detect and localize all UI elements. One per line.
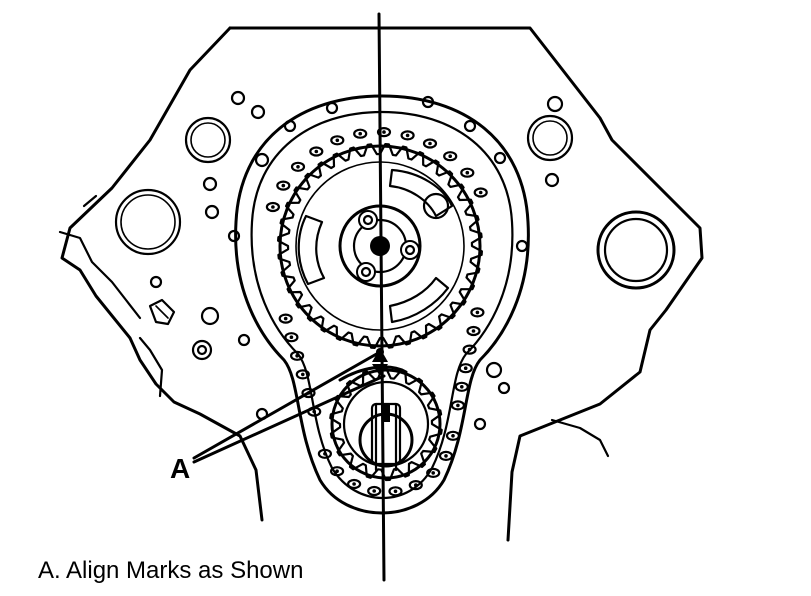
chain-link [462, 344, 477, 355]
chain-pin [463, 366, 468, 371]
block-bolt-holes [149, 90, 564, 431]
chain-pin [478, 190, 483, 195]
chain-link [443, 151, 458, 162]
chain-link [290, 350, 305, 361]
chain-pin [431, 471, 436, 475]
engine-block-outline [58, 26, 704, 542]
chain-pin [312, 409, 317, 414]
chain-link [408, 480, 423, 491]
chain-link [276, 180, 291, 191]
chain-pin [393, 489, 398, 494]
right-bore-hole [596, 210, 676, 290]
chain-pin [335, 138, 340, 143]
chain-link [353, 128, 368, 139]
chain-link [445, 430, 461, 441]
chain-link [376, 127, 392, 138]
chain-pin [475, 310, 480, 315]
chain-link [367, 485, 382, 497]
chain-pin [465, 170, 470, 175]
crankshaft-sprocket [329, 366, 443, 482]
chain-link [473, 187, 488, 198]
chain-link [450, 400, 465, 411]
chain-link [388, 486, 403, 497]
chain-link [458, 363, 473, 374]
chain-link [422, 138, 438, 149]
chain-link [301, 387, 316, 399]
chain-pin [283, 316, 288, 321]
chain-link [278, 313, 293, 324]
chain-pin [456, 403, 460, 408]
left-bore-hole [114, 188, 182, 256]
upper-right-port [526, 114, 574, 162]
callout-leader-lines [192, 350, 386, 464]
chain-pin [451, 434, 455, 438]
chain-pin [460, 385, 464, 389]
chain-link [347, 478, 362, 490]
chain-pin [372, 489, 377, 493]
chain-pin [382, 130, 386, 134]
chain-link [317, 448, 332, 459]
chain-pin [428, 141, 432, 146]
chain-pin [405, 133, 410, 138]
chain-pin [444, 454, 448, 458]
chain-link [460, 167, 475, 178]
chain-link [426, 467, 441, 478]
chain-link [466, 325, 481, 337]
chain-link [284, 332, 299, 343]
chain-link [470, 307, 485, 318]
figure-caption: A. Align Marks as Shown [38, 557, 303, 584]
chain-pin [271, 205, 275, 209]
chain-link [309, 146, 324, 157]
chain-pin [289, 335, 294, 340]
chain-pin [281, 183, 286, 188]
timing-mark-arrows [338, 348, 408, 382]
chain-link [330, 466, 345, 477]
chain-pin [314, 149, 319, 154]
chain-link [290, 161, 306, 172]
chain-link [438, 450, 454, 461]
left-bracket-detail [148, 298, 176, 326]
chain-pin [295, 354, 299, 358]
chain-pin [352, 482, 356, 486]
chain-link [265, 201, 280, 213]
chain-link [400, 130, 415, 141]
chain-link [330, 135, 345, 146]
chain-link [454, 381, 469, 392]
alignment-line [377, 12, 386, 582]
chain-pin [323, 452, 327, 456]
chain-link [295, 369, 310, 380]
chain-pin [414, 483, 418, 487]
chain-pin [296, 165, 300, 169]
chain-pin [471, 329, 476, 333]
upper-left-port [184, 116, 232, 164]
chain-pin [358, 131, 363, 136]
timing-chain [265, 127, 488, 497]
chain-pin [335, 469, 339, 474]
callout-letter-a: A [170, 453, 190, 484]
chain-pin [301, 372, 305, 377]
chain-pin [467, 347, 472, 352]
chain-pin [448, 154, 453, 158]
